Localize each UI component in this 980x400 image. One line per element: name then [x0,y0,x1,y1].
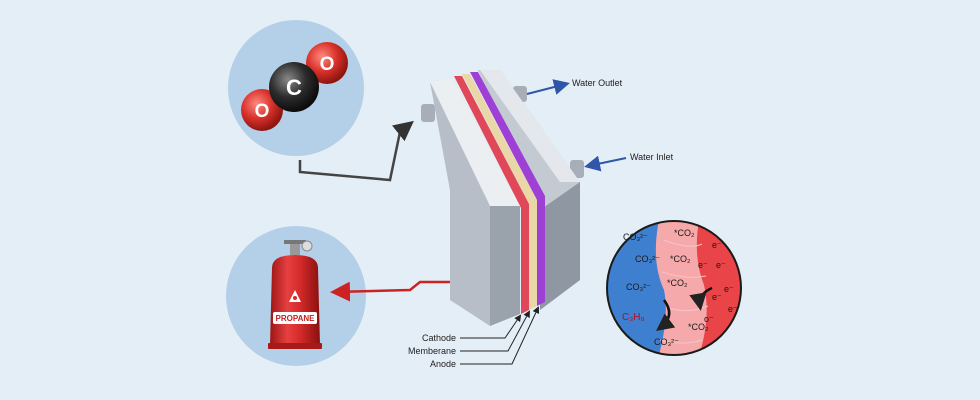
reaction-arrow-left [656,299,676,332]
electron-2: e⁻ [698,260,708,270]
membrane-label: Memberane [408,346,456,356]
cathode-leader [460,314,522,339]
co2-feed-arrow [298,120,414,182]
carbonate-ion-3: CO₃²⁻ [626,282,651,292]
water-outlet-label: Water Outlet [572,78,623,88]
carbon-atom [269,62,319,112]
pressure-gauge-icon [301,240,313,252]
propane-tank-label: PROPANE [276,314,316,323]
anode-label: Anode [430,359,456,369]
reaction-detail-panel: CO₃²⁻ CO₃²⁻ CO₃²⁻ CO₃²⁻ *CO₂ *CO₂ *CO₂ *… [606,220,742,356]
carbonate-ion-1: CO₃²⁻ [623,232,648,242]
water-inlet-label: Water Inlet [630,152,674,162]
carbonate-ion-2: CO₃²⁻ [635,254,660,264]
membrane-layer [462,74,537,310]
electrolyzer-stack [421,70,584,326]
carbon-label: C [286,75,302,100]
anode-plate [540,182,580,310]
oxygen-left-label: O [255,101,270,122]
adsorbed-co2-3: *CO₂ [667,278,688,288]
oxygen-atom-right [306,42,348,84]
electron-6: e⁻ [728,304,738,314]
co2-inlet-port [421,104,435,122]
co2-molecule-panel: O C O [228,20,364,156]
reaction-arrow-right [689,286,713,311]
cathode-label: Cathode [422,333,456,343]
propane-product-label: C₃H₈ [622,312,645,323]
anode-leader [460,306,540,365]
cathode-layer [454,76,529,314]
electron-4: e⁻ [724,284,734,294]
water-outlet-arrow [526,79,570,95]
carbonate-ion-4: CO₃²⁻ [654,337,679,347]
oxygen-right-label: O [320,54,335,75]
electron-1: e⁻ [712,240,722,250]
adsorbed-co2-1: *CO₂ [674,228,695,238]
electron-3: e⁻ [716,260,726,270]
propane-output-arrow [330,280,458,302]
electron-5: e⁻ [712,292,722,302]
water-inlet-arrow [584,155,627,172]
adsorbed-co2-4: *CO₂ [688,322,709,332]
tank-valve [290,243,300,255]
membrane-leader [460,310,530,352]
reaction-circle [606,220,742,356]
anode-layer [470,72,545,306]
cathode-plate [490,206,520,326]
propane-tank-panel: PROPANE [226,226,366,366]
adsorbed-co2-2: *CO₂ [670,254,691,264]
electron-7: o⁻ [704,314,714,324]
